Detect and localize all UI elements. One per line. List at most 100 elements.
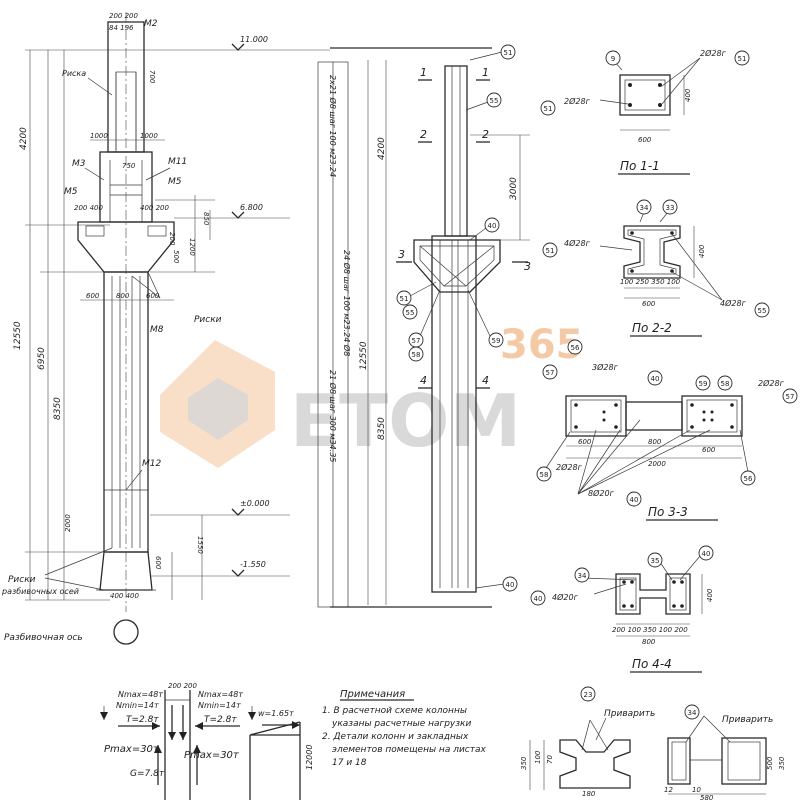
mid-bubble-58: 58 — [412, 351, 421, 359]
mark-m3: M3 — [72, 159, 86, 169]
s33-rebar-c: 2Ø28г — [556, 462, 583, 472]
mid-bubble-40b: 40 — [506, 581, 515, 589]
load-nmax-left: Nmax=48т — [118, 690, 163, 699]
s33-rebar-b: 2Ø28г — [758, 378, 785, 388]
s22-rebar-a: 4Ø28г — [564, 238, 591, 248]
axis-label: Разбивочная ось — [4, 633, 83, 643]
s22-bubble-34: 34 — [640, 204, 649, 212]
detail-right-label: Приварить — [722, 715, 773, 725]
load-nmin-left: Nmin=14т — [116, 701, 159, 710]
s33-bubble-57b: 57 — [786, 393, 795, 401]
dim-200-400: 200 400 — [74, 204, 103, 212]
rebar-note-2: 21 Ø8 шаг 300 м34.35 — [328, 370, 338, 462]
load-t-right: T=2.8т — [204, 715, 237, 725]
section-4-4: 34 35 40 40 4Ø20г 200 100 350 100 200 80… — [530, 545, 714, 673]
level-top-text: 11.000 — [240, 35, 268, 44]
section-mark-4b: 4 — [482, 374, 489, 387]
s44-height: 400 — [706, 588, 714, 602]
mark-m12: M12 — [142, 459, 161, 469]
risk-bottom-sub: разбивочных осей — [1, 587, 79, 596]
dim-400-200: 400 200 — [140, 204, 169, 212]
s22-width: 600 — [642, 300, 656, 308]
height-4200: 4200 — [19, 127, 29, 150]
height-6950: 6950 — [37, 347, 47, 370]
section-mark-4a: 4 — [420, 374, 427, 387]
s33-bubble-58a: 58 — [721, 380, 730, 388]
detail-right-dim-3: 10 — [692, 786, 701, 794]
risk-bottom-label: Риски — [8, 575, 36, 585]
mark-m8: M8 — [150, 325, 164, 335]
s44-bubble-34: 34 — [578, 572, 587, 580]
s33-w3: 600 — [702, 446, 716, 454]
section-mark-3a: 3 — [398, 248, 405, 261]
load-g: G=7.8т — [130, 769, 165, 779]
s33-bubble-57a: 57 — [546, 369, 555, 377]
mark-m11: M11 — [168, 157, 187, 167]
mid-bubble-59: 59 — [492, 337, 501, 345]
s22-rebar-b: 4Ø28г — [720, 298, 747, 308]
left-column-elevation: 200 200 84 196 M2 Риска 700 1000 1000 M3… — [1, 12, 352, 645]
detail-right-dim-4: 350 — [778, 756, 786, 770]
detail-right-dim-1: 500 — [766, 756, 774, 770]
section-2-2: 34 33 51 55 4Ø28г 4Ø28г 100 250 350 100 … — [542, 199, 770, 337]
detail-left-dim-3: 180 — [582, 790, 596, 798]
top-width-dim: 200 200 — [109, 12, 138, 20]
s22-sub-dims: 100 250 350 100 — [620, 278, 681, 286]
section-mark-2b: 2 — [482, 128, 489, 141]
notes-line-2: указаны расчетные нагрузки — [331, 719, 471, 729]
notes-line-4: элементов помещены на листах — [332, 745, 487, 755]
level-base-mark: -1.550 — [231, 560, 266, 577]
dim-600-base: 600 — [154, 556, 162, 570]
load-pmax-right: Pmax=30т — [184, 750, 240, 761]
s44-bubble-35: 35 — [651, 557, 660, 565]
s33-bubble-40a: 40 — [651, 375, 660, 383]
section-mark-3b: 3 — [524, 260, 531, 273]
dim-800: 800 — [116, 292, 130, 300]
dim-1200: 1200 — [188, 238, 196, 256]
level-crane-mark: 6.800 — [174, 203, 290, 219]
notes-line-5: 17 и 18 — [332, 758, 367, 768]
load-height: 12000 — [305, 745, 314, 770]
middle-column-elevation: 1 1 2 2 3 3 4 4 4200 12550 8350 3000 51 … — [330, 44, 531, 608]
s33-bubble-40b: 40 — [630, 496, 639, 504]
s44-rebar-a: 4Ø20г — [552, 592, 579, 602]
section-1-1: 9 51 51 2Ø28г 2Ø28г 600 400 По 1-1 — [540, 48, 750, 175]
s22-bubble-51: 51 — [546, 247, 555, 255]
mid-bubble-51a: 51 — [504, 49, 513, 57]
s33-w1: 600 — [578, 438, 592, 446]
s33-rebar-d: 8Ø20г — [588, 488, 615, 498]
notes-line-1: 1. В расчетной схеме колонны — [322, 706, 467, 716]
level-top-mark: 11.000 — [231, 35, 268, 51]
level-crane-text: 6.800 — [240, 203, 263, 212]
s11-rebar-b: 2Ø28г — [564, 96, 591, 106]
level-zero-text: ±0.000 — [240, 499, 270, 508]
bottom-detail-right: 34 Приварить 580 500 12 10 350 — [664, 704, 786, 800]
s22-height: 400 — [698, 244, 706, 258]
s33-bubble-56a: 56 — [571, 344, 580, 352]
dim-750: 750 — [122, 162, 136, 170]
notes-title: Примечания — [340, 689, 405, 700]
load-nmin-right: Nmin=14т — [198, 701, 241, 710]
s33-total: 2000 — [648, 460, 666, 468]
dim-1000-left: 1000 — [90, 132, 108, 140]
mid-bubble-55a: 55 — [490, 97, 499, 105]
risk-mid-label: Риски — [194, 315, 222, 325]
dim-600-left: 600 — [86, 292, 100, 300]
s33-title: По 3-3 — [648, 505, 688, 519]
s44-bubble-40a: 40 — [702, 550, 711, 558]
s33-rebar-a: 3Ø28г — [592, 362, 619, 372]
load-pmax-left: Pmax=30т — [104, 744, 160, 755]
detail-left-bubble: 23 — [584, 691, 593, 699]
mark-m5-left: M5 — [64, 187, 78, 197]
detail-right-dim-0: 580 — [700, 794, 714, 800]
rebar-note-1: 2х21 Ø8 шаг 100 м23.24 — [328, 75, 338, 177]
section-3-3: 56 57 40 59 58 57 58 56 40 3Ø28г 2Ø28г 2… — [536, 339, 798, 521]
dim-850: 850 — [202, 212, 210, 226]
s44-bubble-40b: 40 — [534, 595, 543, 603]
s44-sub-dims: 200 100 350 100 200 — [612, 626, 688, 634]
mid-height-4200: 4200 — [377, 137, 387, 160]
detail-left-dim-1: 100 — [534, 750, 542, 764]
s33-bubble-58b: 58 — [540, 471, 549, 479]
load-nmax-right: Nmax=48т — [198, 690, 243, 699]
